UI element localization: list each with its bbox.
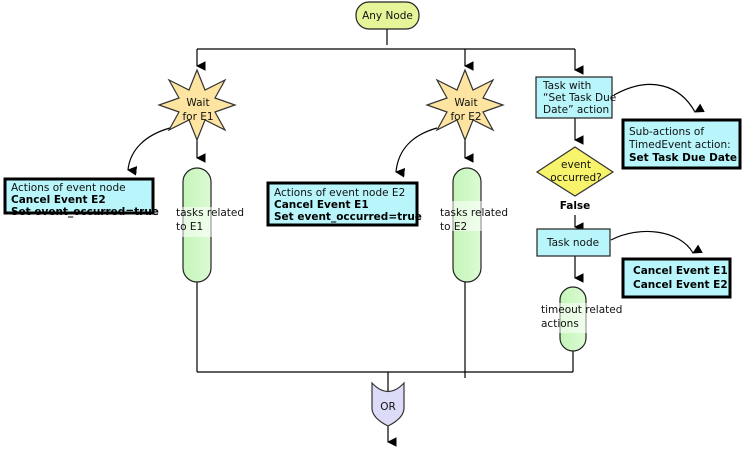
actions-e2-line3: Set event_occurred=true xyxy=(274,211,422,223)
task-due-line1: Task with xyxy=(542,80,591,92)
cancel-line2: Cancel Event E2 xyxy=(633,279,728,291)
task-set-due-date[interactable]: Task with “Set Task Due Date” action xyxy=(535,76,616,119)
wait-e2-line1: Wait xyxy=(454,97,477,109)
task-node-label: Task node xyxy=(546,237,599,249)
actions-box-e2[interactable]: Actions of event node E2 Cancel Event E1… xyxy=(266,181,422,227)
sub-actions-line2: TimedEvent action: xyxy=(628,139,731,151)
tasks-e2-node[interactable]: tasks related to E2 xyxy=(440,167,508,283)
wait-e1-line2: for E1 xyxy=(182,111,213,123)
tasks-e1-node[interactable]: tasks related to E1 xyxy=(176,167,244,283)
or-label: OR xyxy=(380,401,396,413)
decision-line2: occurred? xyxy=(550,172,602,184)
false-label: False xyxy=(560,200,591,212)
tasks-e1-line1: tasks related xyxy=(176,207,244,219)
sub-actions-box[interactable]: Sub-actions of TimedEvent action: Set Ta… xyxy=(621,118,742,170)
wait-e1-line1: Wait xyxy=(186,97,209,109)
task-due-line3: Date” action xyxy=(543,104,609,116)
start-node[interactable]: Any Node xyxy=(355,1,420,30)
task-node[interactable]: Task node xyxy=(536,228,611,257)
decision-event-occurred[interactable]: event occurred? xyxy=(535,146,615,197)
or-join-node[interactable]: OR xyxy=(371,381,405,427)
actions-box-e1[interactable]: Actions of event node Cancel Event E2 Se… xyxy=(3,177,159,218)
actions-e1-line1: Actions of event node xyxy=(11,182,126,194)
sub-actions-line3: Set Task Due Date xyxy=(629,152,737,164)
wait-e2-line2: for E2 xyxy=(450,111,481,123)
wait-e1-star[interactable]: Wait for E1 xyxy=(157,68,237,142)
cancel-line1: Cancel Event E1 xyxy=(633,265,728,277)
tasks-e1-line2: to E1 xyxy=(176,221,203,233)
actions-e1-line3: Set event_occurred=true xyxy=(11,206,159,218)
actions-e1-line2: Cancel Event E2 xyxy=(11,194,106,206)
wait-e2-star[interactable]: Wait for E2 xyxy=(425,68,505,142)
tasks-e2-line1: tasks related xyxy=(440,207,508,219)
decision-line1: event xyxy=(561,159,591,171)
tasks-e2-line2: to E2 xyxy=(440,221,467,233)
timeout-actions-node[interactable]: timeout related actions xyxy=(541,286,622,352)
actions-e2-line1: Actions of event node E2 xyxy=(274,187,405,199)
task-due-line2: “Set Task Due xyxy=(543,92,616,104)
timeout-line1: timeout related xyxy=(541,304,622,316)
actions-e2-line2: Cancel Event E1 xyxy=(274,199,369,211)
sub-actions-line1: Sub-actions of xyxy=(629,126,704,138)
timeout-line2: actions xyxy=(541,318,579,330)
start-node-label: Any Node xyxy=(362,10,413,22)
cancel-events-box[interactable]: Cancel Event E1 Cancel Event E2 xyxy=(621,257,732,299)
